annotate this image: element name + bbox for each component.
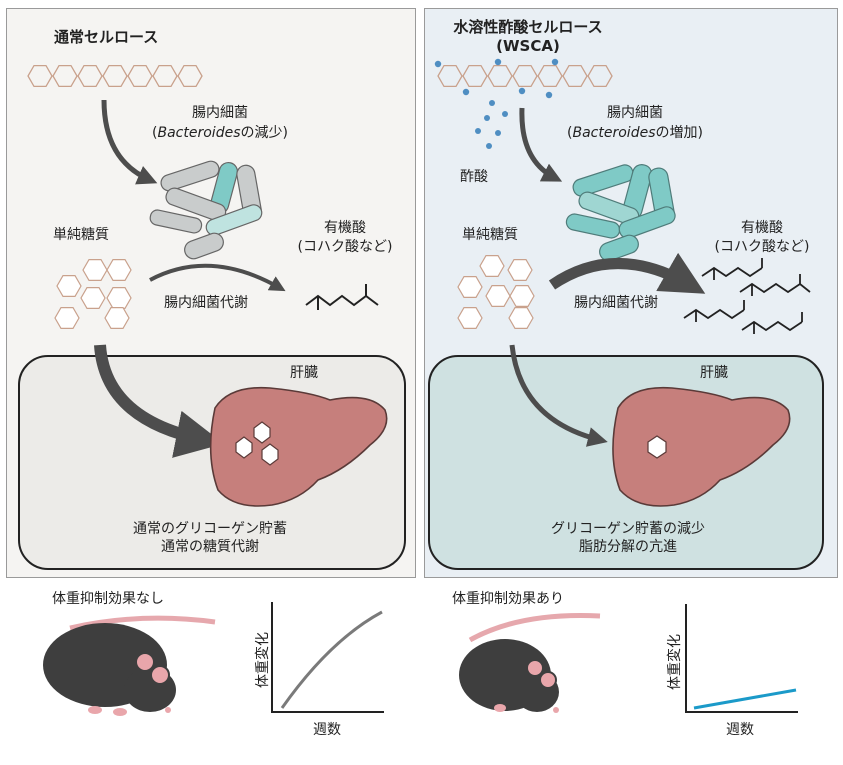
right-bacteria-sub: (Bacteroidesの増加) xyxy=(567,125,703,141)
right-title: 水溶性酢酸セルロース xyxy=(453,18,603,36)
cellulose-unit xyxy=(77,64,103,88)
sugar-hexagon xyxy=(509,285,535,307)
cellulose-unit xyxy=(127,64,153,88)
right-effect: 体重抑制効果あり xyxy=(452,591,564,607)
arrow-to-liver-right xyxy=(509,344,608,447)
cellulose-unit xyxy=(512,64,538,88)
cellulose-chain-left xyxy=(27,64,203,88)
glycogen-hexagon-right xyxy=(647,435,667,459)
sugar-hexagon xyxy=(82,259,108,281)
right-title-2: (WSCA) xyxy=(496,37,560,55)
mouse-right xyxy=(459,613,601,713)
mouse-left xyxy=(43,615,216,716)
left-graph-ylabel: 体重変化 xyxy=(255,632,271,688)
left-bacteria-label: 腸内細菌 xyxy=(192,105,248,121)
cellulose-unit xyxy=(537,64,563,88)
right-acetate: 酢酸 xyxy=(460,169,488,185)
left-graph-xlabel: 週数 xyxy=(313,722,341,738)
sugar-hexagon xyxy=(54,307,80,329)
right-graph-ylabel: 体重変化 xyxy=(667,634,683,690)
arrow-to-liver-left xyxy=(94,344,224,458)
weight-curve-right xyxy=(693,688,797,710)
left-effect: 体重抑制効果なし xyxy=(52,591,164,607)
left-liver-label: 肝臓 xyxy=(290,365,318,381)
sugar-hexagon xyxy=(104,307,130,329)
glycogen-hexagons-left xyxy=(235,421,279,466)
organic-acid-molecules-right xyxy=(683,258,811,334)
organic-acid-molecule-left xyxy=(305,284,379,310)
acetate-dots xyxy=(434,58,559,149)
right-graph-xlabel: 週数 xyxy=(726,722,754,738)
left-simple-sugar: 単純糖質 xyxy=(53,227,109,243)
left-liver-line2: 通常の糖質代謝 xyxy=(161,539,259,555)
arrow-metabolism-left xyxy=(149,263,286,292)
sugar-hexagon xyxy=(457,307,483,329)
right-liver-label: 肝臓 xyxy=(700,365,728,381)
cellulose-chain-right xyxy=(437,64,613,88)
cellulose-unit xyxy=(587,64,613,88)
left-organic-acid: 有機酸 xyxy=(324,220,366,236)
cellulose-unit xyxy=(177,64,203,88)
left-organic-acid-sub: (コハク酸など) xyxy=(297,239,393,255)
left-liver-line1: 通常のグリコーゲン貯蓄 xyxy=(133,521,287,537)
right-organic-acid: 有機酸 xyxy=(741,220,783,236)
liver-left xyxy=(209,386,388,507)
sugar-hexagon xyxy=(507,259,533,281)
sugar-hexagon xyxy=(106,287,132,309)
liver-right xyxy=(612,386,791,507)
cellulose-unit xyxy=(152,64,178,88)
simple-sugar-hexagons-left xyxy=(54,259,132,329)
cellulose-unit xyxy=(487,64,513,88)
arrow-to-bacteria-right xyxy=(519,107,563,182)
arrow-to-bacteria-left xyxy=(101,99,158,185)
simple-sugar-hexagons-right xyxy=(457,255,535,329)
sugar-hexagon xyxy=(106,259,132,281)
right-liver-line2: 脂肪分解の亢進 xyxy=(579,539,677,555)
weight-curve-left xyxy=(280,610,383,709)
weight-graph-left xyxy=(271,602,384,713)
sugar-hexagon xyxy=(56,275,82,297)
weight-graph-right xyxy=(685,604,798,713)
cellulose-unit xyxy=(437,64,463,88)
left-bacteria-sub: (Bacteroidesの減少) xyxy=(152,125,288,141)
cellulose-unit xyxy=(102,64,128,88)
sugar-hexagon xyxy=(479,255,505,277)
sugar-hexagon xyxy=(485,285,511,307)
cellulose-unit xyxy=(562,64,588,88)
cellulose-unit xyxy=(52,64,78,88)
left-metabolism: 腸内細菌代謝 xyxy=(164,295,248,311)
left-title: 通常セルロース xyxy=(54,28,159,46)
sugar-hexagon xyxy=(508,307,534,329)
sugar-hexagon xyxy=(80,287,106,309)
arrow-metabolism-right xyxy=(548,252,706,294)
right-simple-sugar: 単純糖質 xyxy=(462,227,518,243)
cellulose-unit xyxy=(462,64,488,88)
right-liver-line1: グリコーゲン貯蓄の減少 xyxy=(551,521,705,537)
right-metabolism: 腸内細菌代謝 xyxy=(574,295,658,311)
sugar-hexagon xyxy=(457,276,483,298)
right-bacteria-label: 腸内細菌 xyxy=(607,105,663,121)
bacteria-cluster-right xyxy=(565,164,676,262)
cellulose-unit xyxy=(27,64,53,88)
bacteria-cluster-left xyxy=(149,160,263,260)
right-organic-acid-sub: (コハク酸など) xyxy=(714,239,810,255)
